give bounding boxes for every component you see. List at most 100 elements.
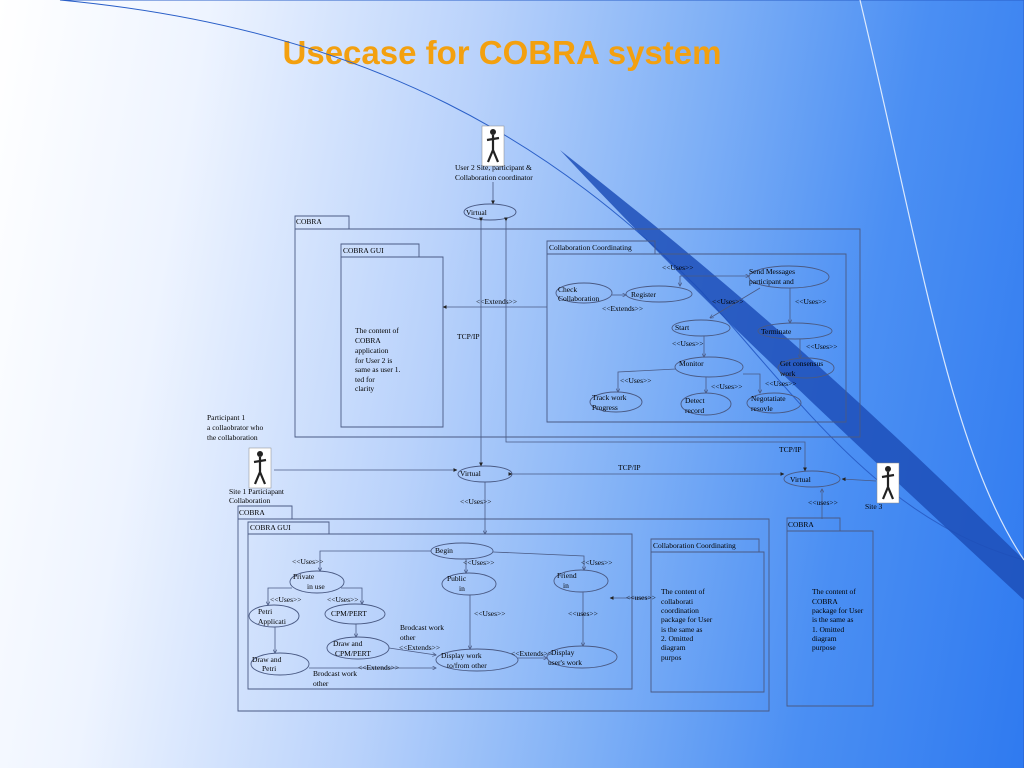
usecase-label: record [685, 406, 704, 415]
note-line: purpose [812, 643, 836, 652]
package-cobra-right: COBRA The content of COBRA package for U… [786, 517, 874, 707]
usecase-label: Detect [685, 396, 705, 405]
note-line: 1. Omitted [812, 625, 844, 634]
usecase-label: Virtual [790, 475, 811, 484]
usecase-label: Display work [441, 651, 482, 660]
package-cobra-top: COBRA COBRA GUI The content of COBRA app… [294, 215, 861, 438]
usecase-label: to/from other [447, 661, 487, 670]
usecase-label: in [459, 584, 465, 593]
note-line: package for User [812, 606, 864, 615]
note-line: is the same as [661, 625, 703, 634]
stick-figure-actor-icon [875, 461, 901, 505]
relation-label: <<Uses>> [711, 382, 743, 391]
note-line: is the same as [812, 615, 854, 624]
relation-label: <<uses>> [626, 593, 656, 602]
usecase-label: Progress [592, 403, 618, 412]
usecase-virtual-right[interactable] [783, 470, 841, 488]
stick-figure-actor-icon [247, 446, 273, 490]
relation-label: <<Uses>> [474, 609, 506, 618]
actor-label: the collaboration [207, 433, 258, 442]
relation-label: <<Uses>> [795, 297, 827, 306]
usecase-label: Virtual [460, 469, 481, 478]
note-line: purpos [661, 653, 681, 662]
relation-label: TCP/IP [618, 463, 641, 472]
note-line: The content of [661, 587, 705, 596]
usecase-label: CPM/PERT [335, 649, 371, 658]
note-line: application [355, 346, 389, 355]
usecase-label: Monitor [679, 359, 704, 368]
relation-label: TCP/IP [457, 332, 480, 341]
usecase-label: Draw and [333, 639, 363, 648]
note-line: clarity [355, 384, 374, 393]
actor-label: Collaboration [229, 496, 270, 505]
usecase-virtual-top[interactable] [463, 203, 517, 221]
package-name: COBRA [788, 520, 814, 529]
usecase-label: Public [447, 574, 467, 583]
note-line: 2. Omitted [661, 634, 693, 643]
relation-label: <<Uses>> [806, 342, 838, 351]
note-line: collaborati [661, 597, 693, 606]
relation-label: <<uses>> [568, 609, 598, 618]
usecase-label: resovle [751, 404, 773, 413]
relation-label: <<Uses>> [620, 376, 652, 385]
relation-label: <<Uses>> [662, 263, 694, 272]
note-line: same as user 1. [355, 365, 401, 374]
usecase-label: CPM/PERT [331, 609, 367, 618]
actor-site3: Site 3 [865, 461, 901, 511]
relation-label: <<uses>> [808, 498, 838, 507]
package-name: Collaboration Coordinating [653, 541, 736, 550]
usecase-label: Collaboration [558, 294, 599, 303]
usecase-label: Display [551, 648, 575, 657]
relation-label: <<Uses>> [672, 339, 704, 348]
stick-figure-actor-icon [480, 124, 506, 168]
relation-label: <<Uses>> [292, 557, 324, 566]
relation-label: Brodcast work [313, 669, 357, 678]
note-line: diagram [661, 643, 686, 652]
note-line: for User 2 is [355, 356, 392, 365]
usecase-label: Friend [557, 571, 577, 580]
relation-label: <<Uses>> [460, 497, 492, 506]
usecase-label: Get consensus [780, 359, 823, 368]
relation-label: <<Uses>> [581, 558, 613, 567]
usecase-label: Petri [262, 664, 276, 673]
relation-label: <<Uses>> [712, 297, 744, 306]
usecase-label: Terminate [761, 327, 792, 336]
note-line: diagram [812, 634, 837, 643]
usecase-label: Petri [258, 607, 272, 616]
usecase-label: Private [293, 572, 315, 581]
usecase-label: Negotatiate [751, 394, 786, 403]
package-name: COBRA GUI [343, 246, 384, 255]
usecase-label: participant and [749, 277, 794, 286]
relation-label: <<Uses>> [463, 558, 495, 567]
usecase-label: Draw and [252, 655, 282, 664]
note-line: COBRA [812, 597, 838, 606]
package-cobra-bottom: COBRA COBRA GUI Collaboration Coordinati… [237, 505, 770, 712]
note-line: coordination [661, 606, 699, 615]
relation-label: <<Extends>> [602, 304, 643, 313]
relation-label: <<Uses>> [765, 379, 797, 388]
note-line: The content of [812, 587, 856, 596]
relation-label: <<Uses>> [270, 595, 302, 604]
actor-label: Collaboration coordinator [455, 173, 533, 182]
relation-label: <<Extends>> [476, 297, 517, 306]
relation-label: TCP/IP [779, 445, 802, 454]
relation-label: other [313, 679, 329, 688]
actor-user2: User 2 Site, participant & Collaboration… [455, 124, 533, 182]
note-line: ted for [355, 375, 375, 384]
usecase-label: Begin [435, 546, 453, 555]
usecase-label: Check [558, 285, 577, 294]
note-line: The content of [355, 326, 399, 335]
package-name: COBRA [296, 217, 322, 226]
relation-label: other [400, 633, 416, 642]
actor-label: a collaobrator who [207, 423, 263, 432]
actor-label: Site 1 Particiapant [229, 487, 285, 496]
actor-label: User 2 Site, participant & [455, 163, 532, 172]
usecase-label: in [563, 581, 569, 590]
relation-label: Brodcast work [400, 623, 444, 632]
page-title: Usecase for COBRA system [282, 34, 722, 71]
usecase-label: Virtual [466, 208, 487, 217]
usecase-label: in use [307, 582, 325, 591]
relation-label: <<Extends>> [511, 649, 552, 658]
usecase-label: work [780, 369, 796, 378]
